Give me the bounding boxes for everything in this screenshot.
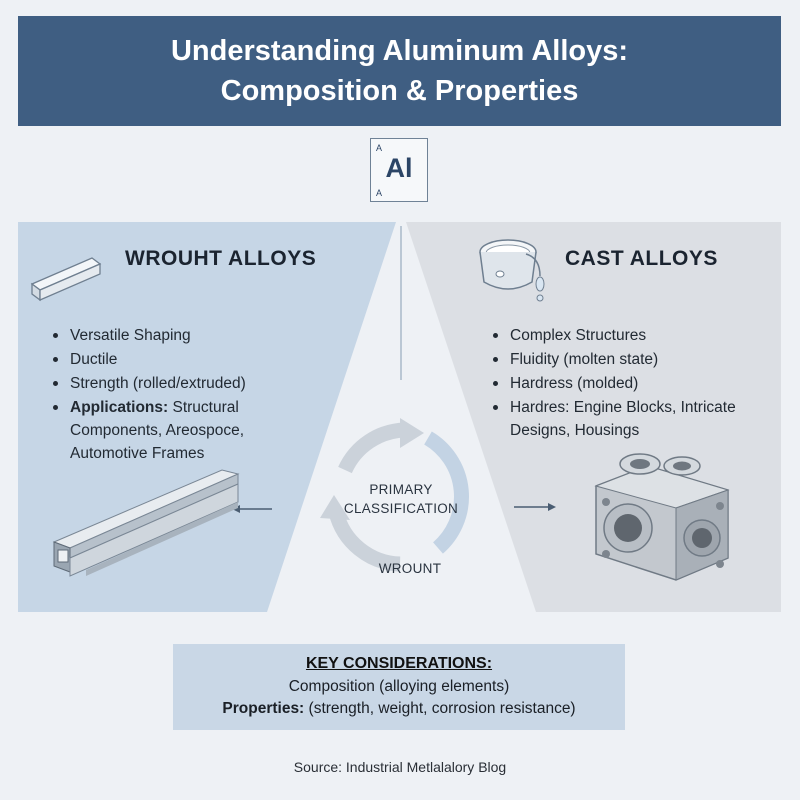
wrought-panel [18, 222, 396, 612]
key-considerations-box: KEY CONSIDERATIONS: Composition (alloyin… [173, 644, 625, 730]
key-line-properties: Properties: (strength, weight, corrosion… [222, 700, 576, 717]
cast-engine-part-icon [594, 453, 730, 581]
list-item: Strength (rolled/extruded) [50, 372, 295, 395]
element-symbol: Al [385, 153, 413, 183]
molten-ladle-icon [479, 239, 545, 302]
center-bottom-label: WROUNT [378, 561, 442, 576]
key-line-composition: Composition (alloying elements) [288, 678, 510, 695]
list-item: Applications: Structural Components, Are… [50, 396, 295, 465]
list-item: Fluidity (molten state) [490, 348, 798, 371]
list-item: Hardress (molded) [490, 372, 798, 395]
element-symbol-box: A Al A [370, 138, 428, 202]
element-corner-top: A [376, 143, 383, 153]
key-considerations-title: KEY CONSIDERATIONS: [305, 655, 493, 672]
list-item: Ductile [50, 348, 295, 371]
wrought-list: Versatile Shaping Ductile Strength (roll… [50, 324, 295, 466]
title-banner: Understanding Aluminum Alloys: Compositi… [18, 16, 781, 126]
list-item: Hardres: Engine Blocks, Intricate Design… [490, 396, 798, 442]
source-caption: Source: Industrial Metlalalory Blog [293, 759, 507, 775]
title-line-1: Understanding Aluminum Alloys: [170, 35, 629, 67]
metal-bar-icon [30, 257, 102, 302]
extruded-aluminum-beam-icon [52, 469, 240, 577]
cast-heading: CAST ALLOYS [565, 247, 718, 270]
cast-list: Complex Structures Fluidity (molten stat… [490, 324, 798, 443]
primary-classification-label: PRIMARY CLASSIFICATION [343, 482, 459, 516]
arrow-right-icon [514, 503, 556, 511]
title-line-2: Composition & Properties [220, 75, 579, 107]
list-item: Complex Structures [490, 324, 798, 347]
cycle-arrows-icon [320, 418, 469, 572]
wrought-heading: WROUHT ALLOYS [125, 247, 317, 270]
list-item: Versatile Shaping [50, 324, 295, 347]
element-corner-bottom: A [376, 188, 383, 198]
